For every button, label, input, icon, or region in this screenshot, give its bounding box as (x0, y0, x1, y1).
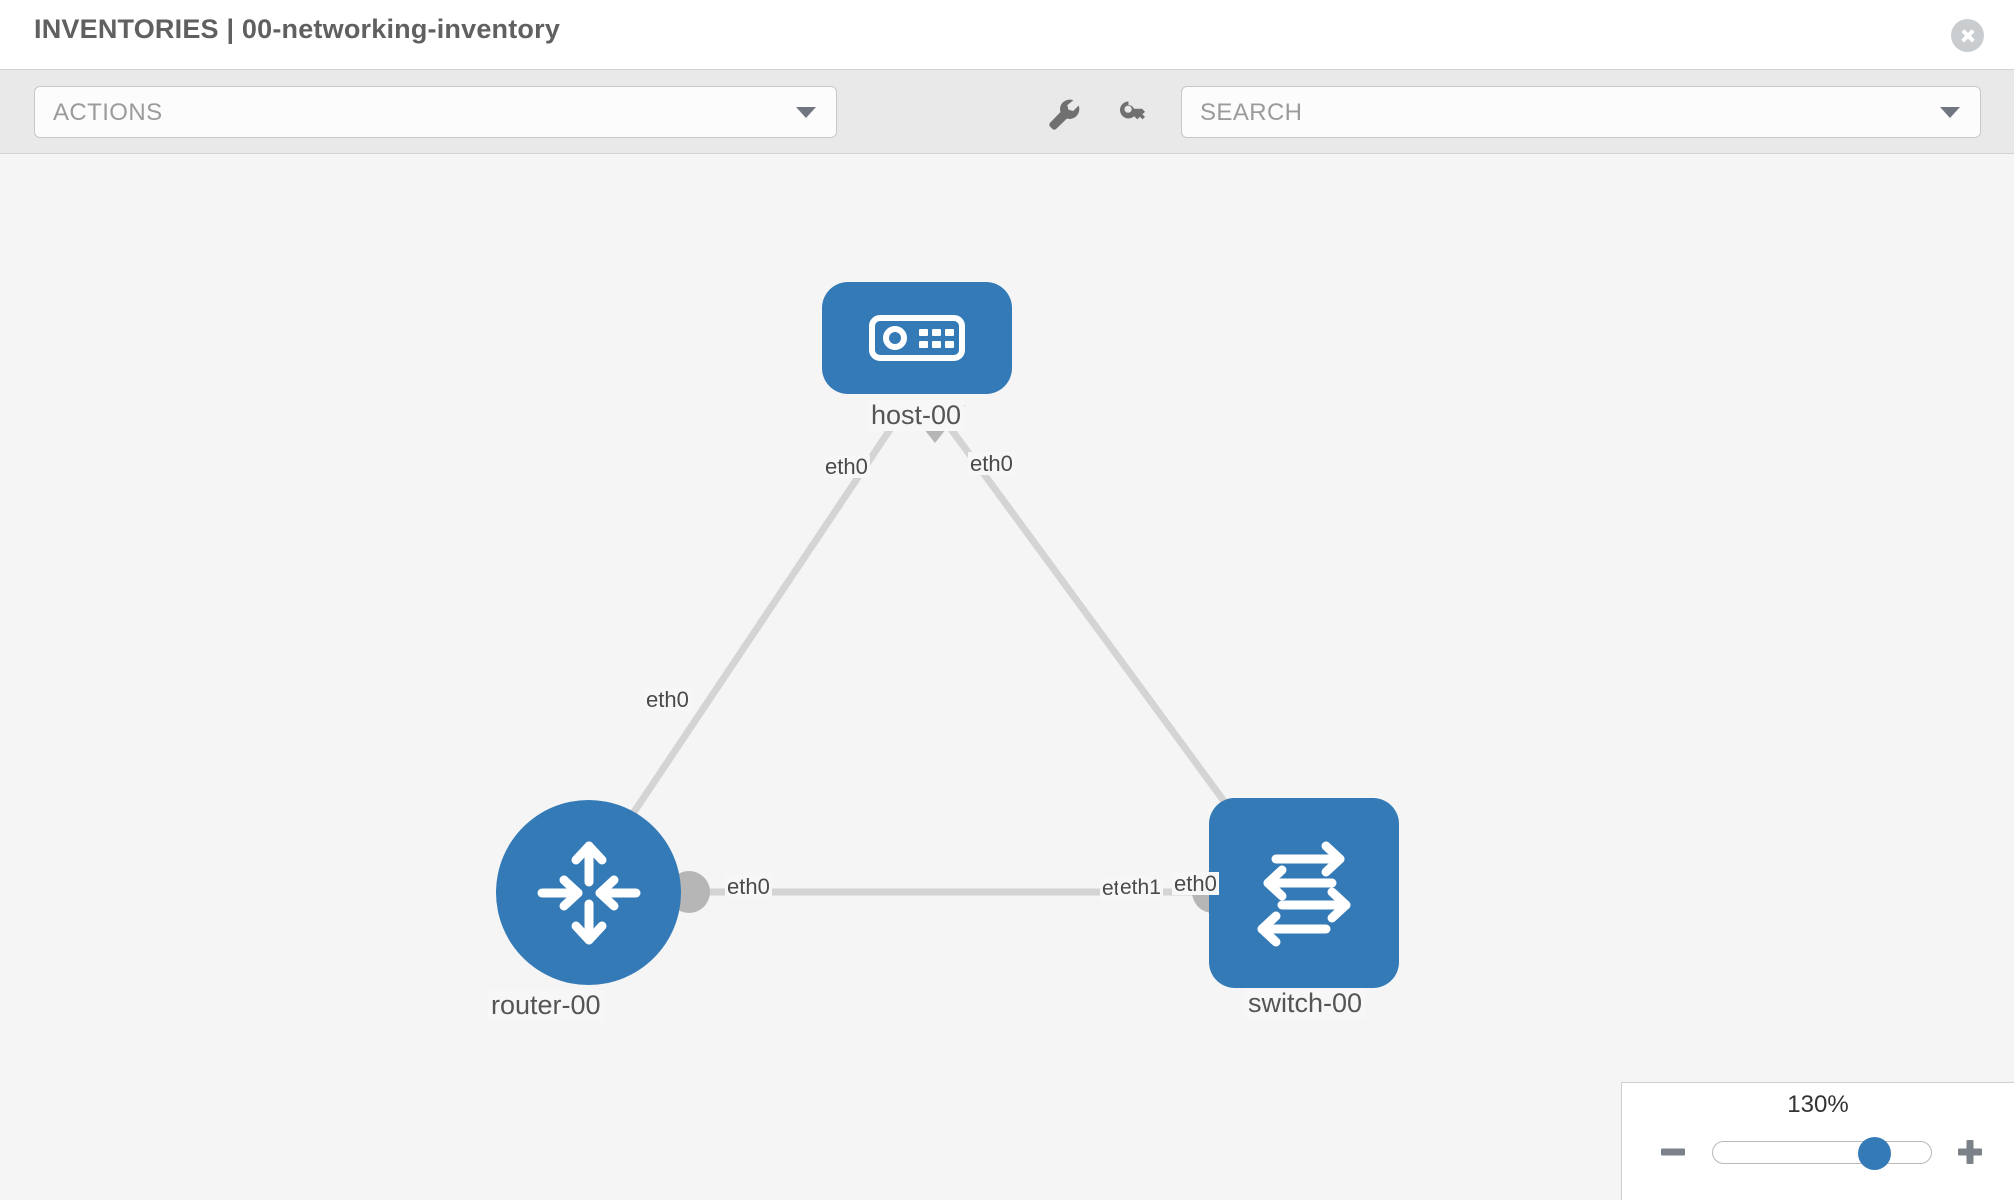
node-switch-00[interactable]: switch-00 (1209, 798, 1399, 1019)
switch-arrows-icon (1257, 841, 1351, 947)
interface-label-switch-uplink: eth0 (1172, 871, 1219, 896)
router-arrows-icon (537, 841, 640, 944)
node-switch-00-shape[interactable] (1209, 798, 1399, 988)
node-host-00-label: host-00 (868, 400, 965, 431)
close-icon[interactable] (1951, 19, 1984, 52)
zoom-level-value: 130% (1787, 1091, 1849, 1118)
link-host-router (618, 421, 897, 834)
interface-label-router-east: eth0 (725, 874, 772, 899)
key-icon[interactable] (1114, 96, 1154, 132)
zoom-in-icon[interactable] (1953, 1135, 1987, 1169)
node-router-00[interactable]: router-00 (488, 800, 681, 1021)
actions-dropdown[interactable]: ACTIONS (34, 86, 837, 138)
server-icon (869, 315, 965, 361)
zoom-out-icon[interactable] (1656, 1135, 1690, 1169)
interface-label-host-left: eth0 (823, 454, 870, 479)
zoom-controls-row (1622, 1131, 2014, 1177)
link-host-switch (944, 421, 1244, 827)
node-host-00[interactable]: host-00 (822, 282, 1012, 431)
interface-label-switch-west: eth1 (1118, 876, 1163, 900)
interface-label-router-uplink: eth0 (644, 687, 691, 712)
zoom-panel: 130% (1621, 1082, 2014, 1200)
topology-canvas[interactable]: host-00 eth0 eth0 (0, 155, 2014, 1200)
page-header: INVENTORIES | 00-networking-inventory (0, 0, 2014, 69)
toolbar: ACTIONS SEARCH (0, 69, 2014, 154)
node-router-00-label: router-00 (488, 990, 604, 1021)
chevron-down-icon[interactable] (1940, 107, 1960, 118)
search-input[interactable]: SEARCH (1181, 86, 1981, 138)
node-host-00-shape[interactable] (822, 282, 1012, 394)
chevron-down-icon (796, 107, 816, 118)
search-placeholder-text: SEARCH (1200, 99, 1303, 126)
node-switch-00-label: switch-00 (1245, 988, 1366, 1019)
actions-dropdown-label: ACTIONS (53, 99, 163, 126)
interface-label-host-right: eth0 (968, 451, 1015, 476)
page-title: INVENTORIES | 00-networking-inventory (34, 14, 561, 44)
zoom-slider-track[interactable] (1712, 1137, 1932, 1170)
wrench-icon[interactable] (1044, 96, 1084, 132)
node-router-00-shape[interactable] (496, 800, 681, 985)
zoom-slider-thumb[interactable] (1858, 1137, 1891, 1170)
